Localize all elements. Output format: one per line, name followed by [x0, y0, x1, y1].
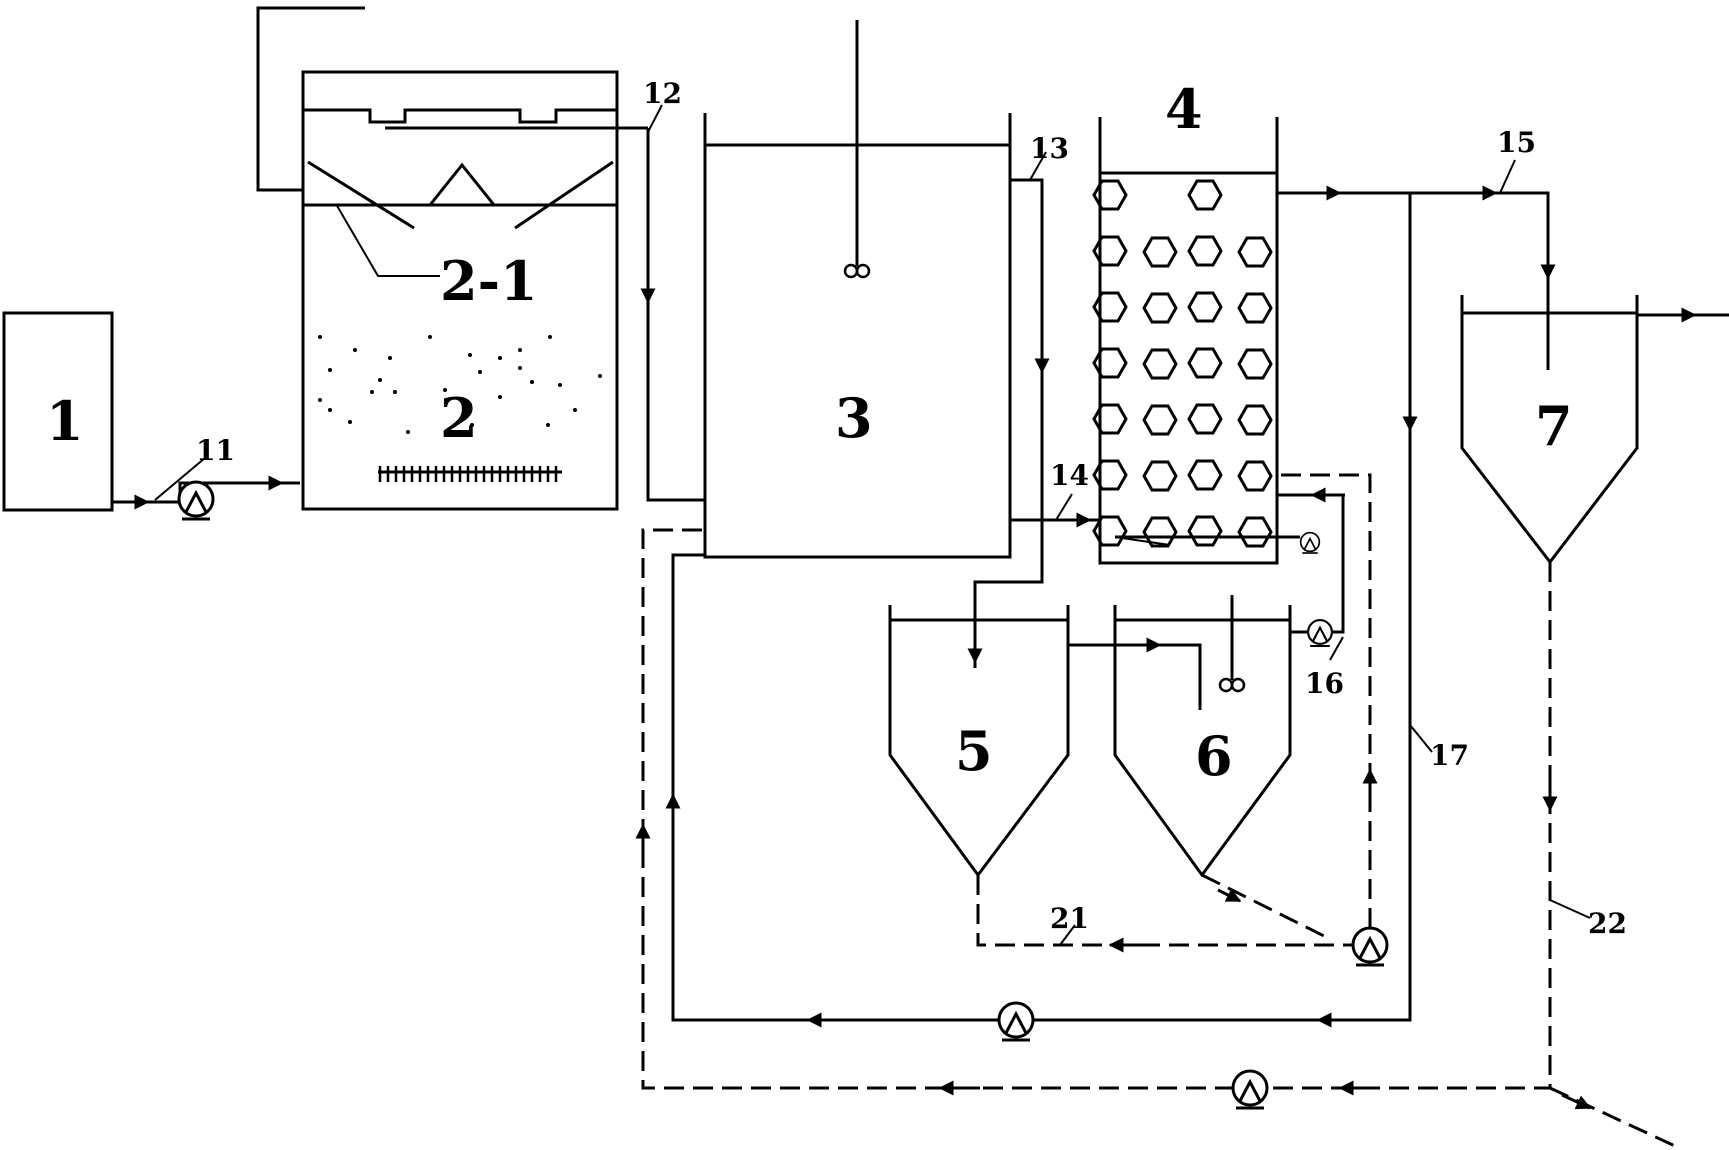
- unit-7-clarifier: [1460, 295, 1729, 565]
- unit-label-4: 4: [1165, 77, 1203, 141]
- pipe-label-17: 17: [1430, 739, 1469, 772]
- pipe-label-22: 22: [1588, 907, 1627, 940]
- pipe-11: [112, 457, 300, 521]
- unit-4-packed-reactor: [1092, 117, 1321, 565]
- pipe-label-15: 15: [1497, 126, 1536, 159]
- aerator-4-icon: [1299, 531, 1321, 554]
- pipe-label-12: 12: [643, 77, 682, 110]
- pipe-label-21: 21: [1050, 902, 1089, 935]
- pipe-13: [967, 151, 1050, 668]
- pipe-17: [665, 193, 1433, 1042]
- agitator-6-icon: [1218, 677, 1246, 693]
- pipe-16: [1277, 487, 1345, 661]
- pipe-12: [640, 104, 705, 502]
- unit-label-5: 5: [955, 719, 993, 783]
- pipe-21: [976, 473, 1389, 967]
- pipe-14: [1010, 493, 1100, 528]
- unit-2-reactor: [256, 6, 648, 511]
- pump-22-icon: [1231, 1069, 1269, 1110]
- pipe-label-16: 16: [1305, 667, 1344, 700]
- pump-17-icon: [997, 1001, 1035, 1042]
- pump-11-icon: [177, 480, 215, 521]
- pipe-22: [635, 528, 1676, 1148]
- unit-label-2-1: 2-1: [440, 249, 538, 313]
- agitator-3-icon: [843, 263, 871, 279]
- pipe-15: [1277, 159, 1556, 370]
- pipe-label-11: 11: [196, 434, 235, 467]
- pump-21-icon: [1351, 926, 1389, 967]
- pipe-label-13: 13: [1030, 132, 1069, 165]
- unit-1-feed-tank: [2, 311, 114, 512]
- pump-16-icon: [1307, 619, 1333, 648]
- pipe-5-to-6: [1068, 637, 1202, 710]
- pipe-label-14: 14: [1050, 459, 1089, 492]
- unit-label-6: 6: [1195, 724, 1233, 788]
- unit-label-1: 1: [46, 389, 84, 453]
- unit-3-tank: [703, 20, 1012, 559]
- unit-label-3: 3: [835, 386, 873, 450]
- unit-label-7: 7: [1535, 394, 1573, 458]
- unit-label-2: 2: [440, 386, 478, 450]
